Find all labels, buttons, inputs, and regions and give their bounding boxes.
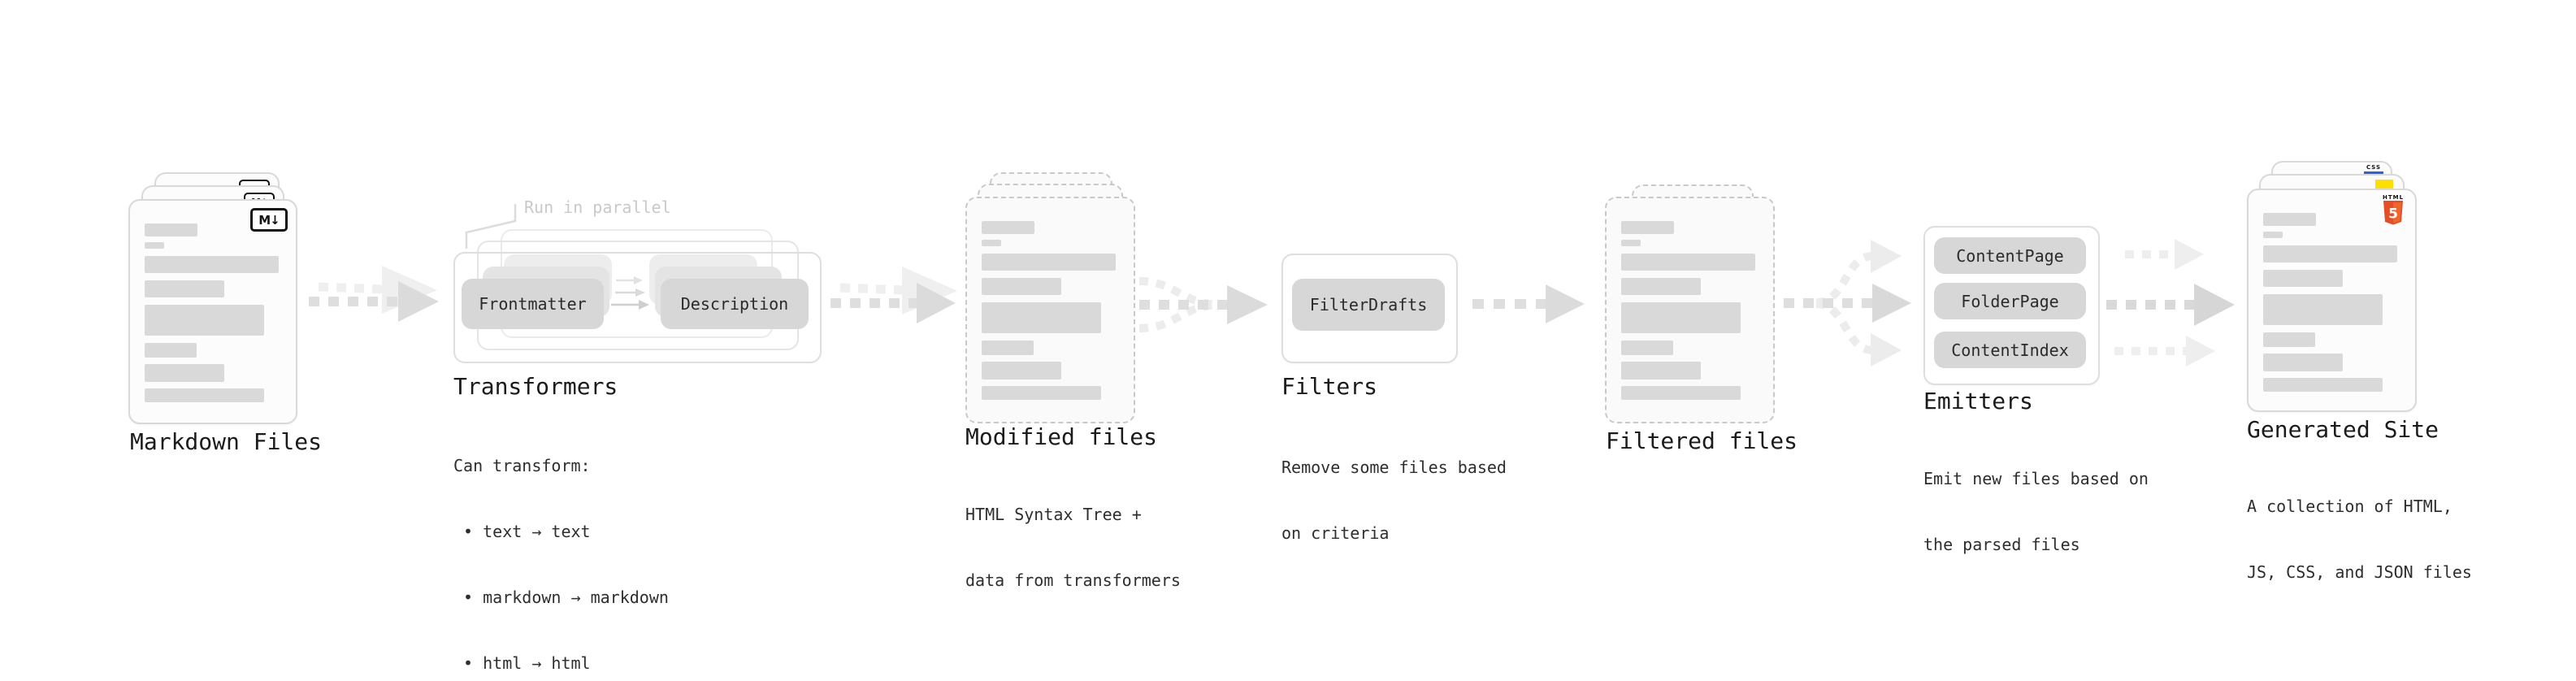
run-in-parallel-annotation: Run in parallel bbox=[524, 197, 671, 217]
generated-site-title: Generated Site bbox=[2247, 416, 2439, 443]
css-icon: CSS bbox=[2364, 165, 2383, 174]
modified-files-description: HTML Syntax Tree + data from transformer… bbox=[965, 460, 1181, 635]
text-line-bar bbox=[1621, 254, 1755, 271]
text-line-bar bbox=[1621, 340, 1673, 355]
text-line-bar bbox=[145, 242, 164, 249]
text-line-bar bbox=[2263, 270, 2343, 287]
text-line-bar bbox=[982, 221, 1034, 234]
text-line-bar bbox=[145, 223, 197, 236]
css-icon-label: CSS bbox=[2366, 164, 2382, 171]
frontmatter-node: Frontmatter bbox=[462, 279, 604, 329]
text-line-bar bbox=[1621, 278, 1701, 295]
modified-files-title: Modified files bbox=[965, 423, 1158, 450]
html5-icon: HTML 5 bbox=[2382, 194, 2405, 228]
text-line-bar bbox=[2263, 245, 2397, 262]
filters-sub-line: Remove some files based bbox=[1281, 458, 1507, 477]
contentpage-node: ContentPage bbox=[1934, 237, 2086, 274]
html5-icon-label: HTML bbox=[2382, 194, 2405, 201]
text-line-bar bbox=[982, 386, 1101, 400]
modified-sub-line: data from transformers bbox=[965, 570, 1181, 590]
folderpage-node: FolderPage bbox=[1934, 283, 2086, 319]
filtered-file-card-front bbox=[1605, 197, 1775, 423]
text-line-bar bbox=[145, 388, 264, 402]
markdown-file-card-front: M↓ bbox=[128, 199, 297, 424]
transformer-frame-front bbox=[453, 252, 822, 363]
text-line-bar bbox=[1621, 302, 1741, 333]
contentindex-node: ContentIndex bbox=[1934, 332, 2086, 368]
filters-sub-line: on criteria bbox=[1281, 523, 1390, 543]
text-line-bar bbox=[2263, 232, 2283, 238]
emitters-sub-line: Emit new files based on bbox=[1923, 469, 2149, 488]
filterdrafts-node: FilterDrafts bbox=[1292, 279, 1445, 331]
transformers-sub-bullet: • text → text bbox=[453, 522, 591, 541]
text-line-bar bbox=[982, 254, 1116, 271]
svg-text:5: 5 bbox=[2388, 206, 2398, 223]
text-line-bar bbox=[2263, 294, 2383, 325]
text-line-bar bbox=[982, 240, 1001, 246]
text-line-bar bbox=[2263, 213, 2316, 226]
filters-description: Remove some files based on criteria bbox=[1281, 413, 1507, 588]
emitters-description: Emit new files based on the parsed files bbox=[1923, 424, 2149, 600]
text-line-bar bbox=[2263, 378, 2383, 392]
text-line-bar bbox=[982, 362, 1061, 380]
css-icon-underline bbox=[2364, 171, 2383, 174]
filters-title: Filters bbox=[1281, 373, 1378, 400]
text-line-bar bbox=[982, 278, 1061, 295]
transformers-sub-line: Can transform: bbox=[453, 456, 591, 475]
text-line-bar bbox=[145, 364, 224, 382]
text-line-bar bbox=[145, 256, 279, 273]
transformers-title: Transformers bbox=[453, 373, 618, 400]
modified-file-card-front bbox=[965, 197, 1135, 423]
filtered-files-title: Filtered files bbox=[1606, 427, 1798, 454]
emitters-title: Emitters bbox=[1923, 388, 2033, 414]
text-line-bar bbox=[1621, 386, 1741, 400]
generated-site-description: A collection of HTML, JS, CSS, and JSON … bbox=[2247, 452, 2472, 627]
text-line-bar bbox=[145, 343, 197, 358]
text-line-bar bbox=[145, 305, 264, 336]
markdown-files-title: Markdown Files bbox=[130, 428, 323, 455]
description-node: Description bbox=[661, 279, 809, 329]
transformers-sub-bullet: • markdown → markdown bbox=[453, 588, 669, 607]
generated-site-card-front: HTML 5 bbox=[2247, 189, 2417, 412]
generated-sub-line: JS, CSS, and JSON files bbox=[2247, 562, 2472, 582]
emitters-sub-line: the parsed files bbox=[1923, 535, 2080, 554]
generated-sub-line: A collection of HTML, bbox=[2247, 497, 2452, 516]
text-line-bar bbox=[2263, 354, 2343, 371]
text-line-bar bbox=[145, 280, 224, 297]
markdown-icon: M↓ bbox=[250, 208, 288, 232]
text-line-bar bbox=[2263, 332, 2315, 347]
text-line-bar bbox=[1621, 362, 1701, 380]
text-line-bar bbox=[1621, 221, 1674, 234]
html5-shield: 5 bbox=[2383, 201, 2403, 225]
transformers-description: Can transform: • text → text • markdown … bbox=[453, 411, 669, 681]
text-line-bar bbox=[1621, 240, 1641, 246]
javascript-icon bbox=[2375, 180, 2393, 189]
modified-sub-line: HTML Syntax Tree + bbox=[965, 505, 1142, 524]
transformers-sub-bullet: • html → html bbox=[453, 653, 591, 673]
text-line-bar bbox=[982, 302, 1101, 333]
text-line-bar bbox=[982, 340, 1034, 355]
